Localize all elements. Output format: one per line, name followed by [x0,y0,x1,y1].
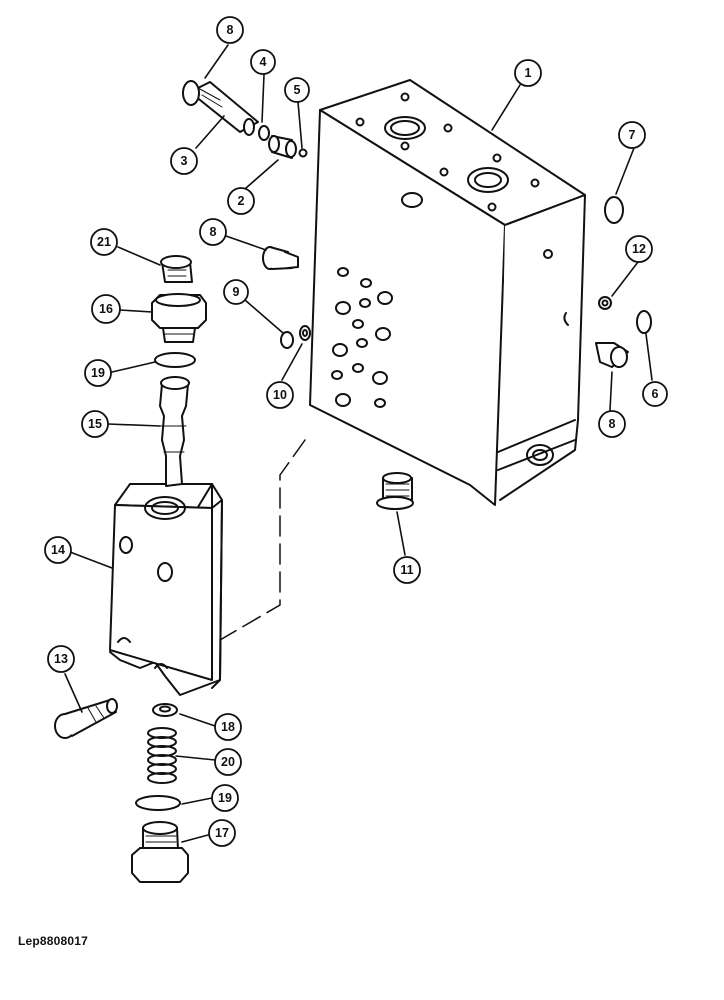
callout-7: 7 [629,128,636,142]
callout-circles [44,16,668,847]
hex-nut-part-16 [151,293,207,343]
pin-part-3 [182,80,259,136]
callout-17: 17 [215,826,229,840]
plug-part-11 [376,472,414,510]
callout-20: 20 [221,755,235,769]
alignment-line [219,439,306,641]
callout-21: 21 [97,235,111,249]
callout-19-lower: 19 [218,791,232,805]
spring-part-20 [147,727,177,784]
valve-block-part-1 [309,79,586,506]
o-ring-part-19-upper [154,352,196,368]
sleeve-part-2 [268,135,297,159]
callout-3: 3 [181,154,188,168]
callout-8-middle: 8 [210,225,217,239]
bolt-part-13 [54,698,118,739]
callout-1: 1 [525,66,532,80]
callout-14: 14 [51,543,65,557]
ball-part-5 [298,148,308,158]
callout-5: 5 [294,83,301,97]
valve-block-part-14 [109,483,223,696]
ring-part-6 [636,310,652,334]
plug-part-8-upper [262,246,299,270]
callout-8-top: 8 [227,23,234,37]
plug-part-8-right [595,342,629,368]
leader-lines [64,44,653,843]
spool-part-15 [159,376,190,487]
callout-9: 9 [233,285,240,299]
o-ring-part-7 [604,196,624,224]
drawing-reference-code: Lep8808017 [18,934,89,948]
washer-part-12 [598,296,612,310]
ring-part-10 [299,325,311,341]
washer-part-18 [152,703,178,717]
ring-part-4 [258,125,270,141]
o-ring-part-19-lower [135,795,181,811]
callout-8-right: 8 [609,417,616,431]
callout-18: 18 [221,720,235,734]
callout-2: 2 [238,194,245,208]
callout-12: 12 [632,242,646,256]
ring-part-9 [280,331,294,349]
plug-part-17 [131,821,189,883]
callout-4: 4 [260,55,267,69]
callout-10: 10 [273,388,287,402]
callout-13: 13 [54,652,68,666]
callout-15: 15 [88,417,102,431]
callout-11: 11 [400,563,413,577]
callout-19-upper: 19 [91,366,105,380]
callout-16: 16 [99,302,113,316]
callout-6: 6 [652,387,659,401]
plug-part-21 [160,255,193,283]
